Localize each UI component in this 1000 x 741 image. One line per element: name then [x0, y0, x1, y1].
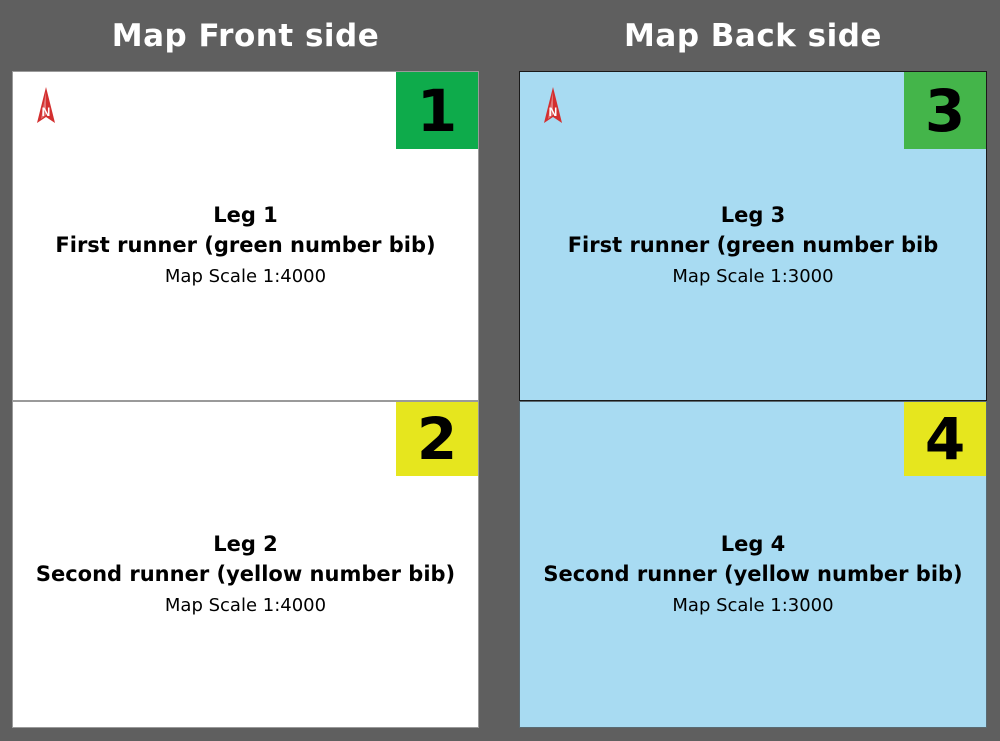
- map-panel-leg-3: N 3 Leg 3 First runner (green number bib…: [519, 71, 987, 401]
- map-panel-leg-4: 4 Leg 4 Second runner (yellow number bib…: [519, 401, 987, 728]
- back-side-title: Map Back side: [624, 18, 882, 54]
- runner-label: Second runner (yellow number bib): [35, 562, 456, 586]
- north-arrow-icon: N: [544, 87, 562, 123]
- map-scale-label: Map Scale 1:4000: [164, 266, 327, 287]
- panel-caption: Leg 4 Second runner (yellow number bib) …: [520, 529, 986, 621]
- panel-caption: Leg 3 First runner (green number bib Map…: [520, 200, 986, 292]
- panel-caption: Leg 1 First runner (green number bib) Ma…: [13, 200, 478, 292]
- map-panel-leg-1: N 1 Leg 1 First runner (green number bib…: [12, 71, 479, 401]
- map-scale-label: Map Scale 1:4000: [164, 595, 327, 616]
- runner-label: First runner (green number bib: [567, 233, 939, 257]
- leg-label: Leg 4: [720, 532, 786, 556]
- leg-label: Leg 2: [213, 532, 278, 556]
- map-panel-leg-2: 2 Leg 2 Second runner (yellow number bib…: [12, 401, 479, 728]
- runner-label: Second runner (yellow number bib): [543, 562, 963, 586]
- leg-number-badge: 2: [396, 402, 478, 476]
- svg-text:N: N: [42, 105, 51, 119]
- leg-label: Leg 1: [213, 203, 278, 227]
- panel-caption: Leg 2 Second runner (yellow number bib) …: [13, 529, 478, 621]
- map-scale-label: Map Scale 1:3000: [672, 266, 834, 287]
- north-arrow-icon: N: [37, 87, 55, 123]
- svg-text:N: N: [549, 105, 558, 119]
- leg-number-badge: 4: [904, 402, 986, 476]
- runner-label: First runner (green number bib): [55, 233, 436, 257]
- leg-label: Leg 3: [720, 203, 786, 227]
- map-scale-label: Map Scale 1:3000: [672, 595, 834, 616]
- leg-number-badge: 3: [904, 72, 986, 149]
- leg-number-badge: 1: [396, 72, 478, 149]
- front-side-title: Map Front side: [111, 18, 380, 54]
